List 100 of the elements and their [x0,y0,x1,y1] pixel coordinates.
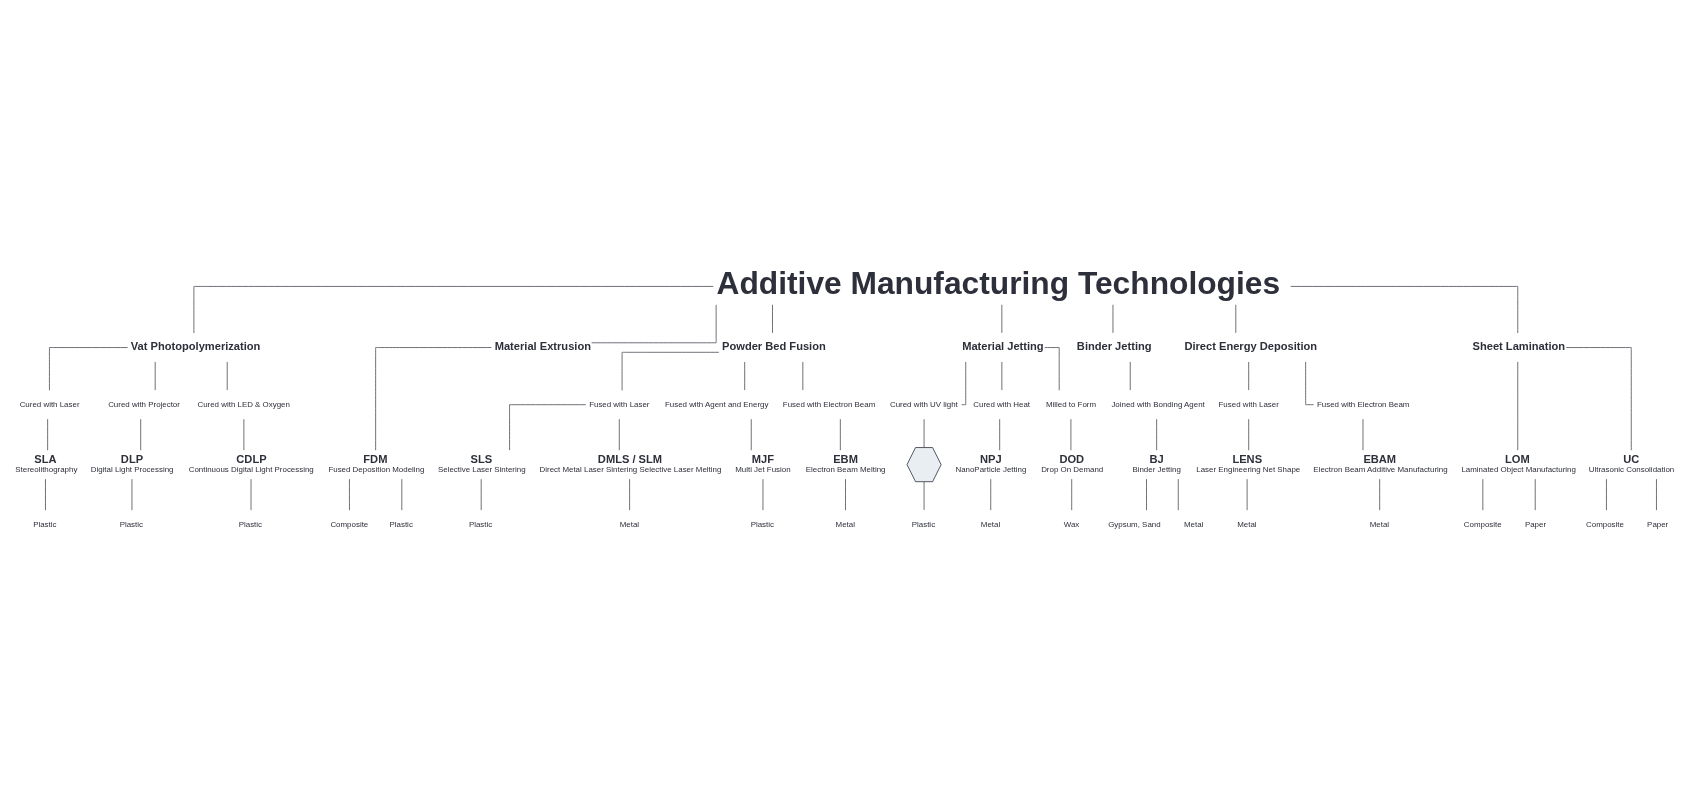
node-text: LOM Laminated Object Manufacturing [1461,452,1576,474]
connector [509,403,587,450]
node-text: Plastic [750,519,774,529]
node-text: Sheet Lamination [1472,339,1566,352]
node-text: Composite [330,519,369,529]
node-text: Plastic [33,519,57,529]
node-text: Powder Bed Fusion [722,339,826,352]
connector [1379,478,1381,511]
connector [591,304,717,343]
node-text: Fused with Laser [589,399,650,409]
node-text: Fused with Electron Beam [1316,399,1410,409]
node-text: Cured with UV light [889,399,958,409]
node-text: Cured with Laser [19,399,80,409]
connector [923,418,925,448]
node-text: EBM Electron Beam Melting [805,452,886,474]
node-text: FDM Fused Deposition Modeling [328,452,425,474]
node-text: Vat Photopolymerization [130,339,261,352]
connector [1156,418,1158,451]
connector [1177,478,1179,511]
connector [961,361,967,405]
node-text: Direct Energy Deposition [1184,339,1318,352]
node-text: LENS Laser Engineering Net Shape [1196,452,1301,474]
node-text: Cured with LED & Oxygen [197,399,290,409]
node-text: Cured with Heat [973,399,1031,409]
connector [744,361,746,390]
connector [349,478,350,511]
node-text: Binder Jetting [1076,339,1152,352]
connector [226,361,228,390]
node-text: Plastic [468,519,493,529]
node-text: DOD Drop On Demand [1041,452,1104,474]
node-picture [906,446,942,482]
connector [999,418,1001,451]
connector [839,418,841,451]
connector [45,478,46,511]
connector [154,361,156,390]
node-text: Additive Manufacturing Technologies [716,264,1281,301]
connector [618,418,620,451]
node-text: Plastic [119,519,144,529]
node-text: Paper [1647,519,1669,529]
connector [1248,361,1250,390]
connector [1071,478,1073,511]
connector [1656,478,1657,511]
connector [1001,361,1003,390]
node-text: EBAM Electron Beam Additive Manufacturing [1313,452,1448,474]
node-text: Wax [1063,519,1080,529]
node-text: Cured with Projector [108,399,180,409]
connector [140,418,142,451]
node-text: Milled to Form [1045,399,1097,409]
connector [629,478,630,511]
connector [401,478,403,511]
connector [1248,418,1250,451]
node-text: Metal [1369,519,1390,529]
node-text: Fused with Agent and Energy [664,399,769,409]
connector [621,351,720,391]
node-text: Metal [980,519,1001,529]
connector [750,418,752,451]
node-text: Gypsum, Sand [1108,519,1161,529]
connector [1146,478,1147,511]
connector [47,418,49,451]
node-text: Composite [1586,519,1624,529]
connector [1534,478,1536,511]
connector [1517,361,1519,451]
node-text: Metal [1237,519,1257,529]
connector [1235,303,1237,333]
node-text: Paper [1524,519,1547,529]
node-text: Material Jetting [962,339,1044,352]
connector [1001,303,1003,333]
node-text: UC Ultrasonic Consolidation [1588,452,1675,474]
connector [1129,361,1131,390]
connector [845,478,846,511]
node-text: Plastic [238,519,263,529]
connector [480,478,482,511]
node-text: Metal [1184,519,1204,529]
node-text: Metal [619,519,640,529]
node-text: DLP Digital Light Processing [90,452,174,474]
connector [193,285,714,333]
connector [1482,478,1484,511]
node-text: Fused with Electron Beam [782,399,876,409]
connector [923,481,925,510]
node-text: Metal [835,519,855,529]
node-text: Plastic [911,519,936,529]
connector [1565,346,1632,451]
connector [375,346,492,451]
node-text: Material Extrusion [494,339,591,352]
connector [802,361,804,390]
node-text: Plastic [389,519,413,529]
connector [772,303,773,333]
node-text: BJ Binder Jetting [1132,452,1181,474]
connector [990,478,992,511]
node-text: NPJ NanoParticle Jetting [955,452,1027,474]
node-text: Joined with Bonding Agent [1111,399,1205,409]
connector [49,346,128,391]
node-text: Composite [1463,519,1502,529]
node-text: MJF Multi Jet Fusion [735,452,791,474]
node-text: SLA Stereolithography [15,452,78,474]
connector [1606,478,1607,511]
node-text: Fused with Laser [1218,399,1279,409]
connector [1290,285,1519,333]
node-text: DMLS / SLM Direct Metal Laser Sintering Selective Laser Melting [539,452,722,474]
node-text: CDLP Continuous Digital Light Processing [188,452,314,474]
